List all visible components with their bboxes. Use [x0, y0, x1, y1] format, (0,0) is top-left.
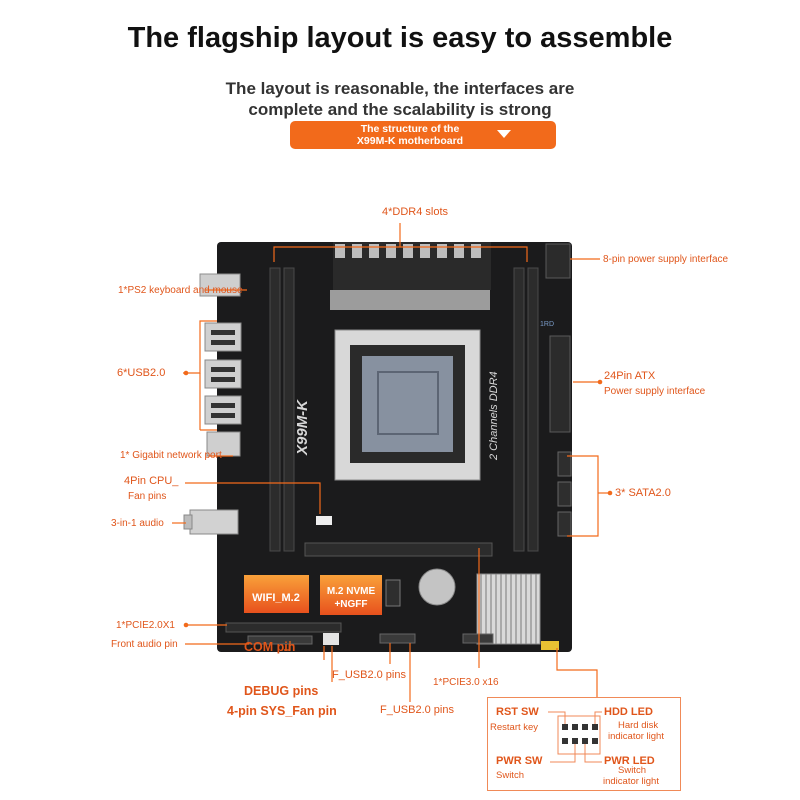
bottom-headers — [247, 633, 559, 650]
front-audio-label: Front audio pin — [111, 639, 178, 650]
callout-lines — [172, 223, 610, 702]
triangle-down-icon — [497, 130, 511, 138]
bios-print: 1RD — [540, 321, 554, 328]
vrm-heatsink — [330, 242, 491, 310]
structure-banner: The structure of the X99M-K motherboard — [290, 121, 556, 149]
hdd-led-desc-line-2: indicator light — [608, 731, 664, 742]
debug-pins-label: DEBUG pins — [244, 684, 319, 698]
m2-slot-line-2: +NGFF — [334, 599, 367, 610]
pcie-x1-slot — [225, 622, 342, 633]
com-pin-label: COM pin — [244, 640, 296, 654]
subtitle-line-1: The layout is reasonable, the interfaces… — [225, 79, 575, 98]
pcie-x16-slot — [304, 542, 493, 557]
front-panel-pin-diagram — [548, 711, 602, 763]
front-usb-label-2: F_USB2.0 pins — [380, 704, 454, 716]
subtitle: The layout is reasonable, the interfaces… — [0, 78, 800, 120]
pwr-led-desc-line-1: Switch — [618, 765, 646, 776]
atx-label-line-2: Power supply interface — [604, 386, 706, 397]
usb-ports — [204, 322, 242, 425]
ddr4-slots — [269, 267, 539, 552]
m2-slot-line-1: M.2 NVME — [327, 586, 376, 597]
sata-ports — [557, 451, 572, 537]
pcie-x16-label: 1*PCIE3.0 x16 — [433, 677, 499, 688]
pwr-sw-desc: Switch — [496, 770, 524, 781]
usb-label: 6*USB2.0 — [117, 367, 166, 379]
front-usb-label-1: F_USB2.0 pins — [332, 669, 406, 681]
wifi-slot-label: WIFI_M.2 — [252, 592, 300, 604]
sata-label: 3* SATA2.0 — [615, 487, 671, 499]
8pin-power-label: 8-pin power supply interface — [603, 254, 729, 265]
8pin-power-connector — [545, 243, 571, 279]
atx-label-line-1: 24Pin ATX — [604, 370, 656, 382]
board-model-print: X99M-K — [294, 399, 311, 456]
cpu-fan-header — [316, 516, 332, 525]
lan-label: 1* Gigabit network port — [120, 450, 222, 461]
ps2-label: 1*PS2 keyboard and mouse — [118, 285, 243, 296]
board-ddr-print: 2 Channels DDR4 — [488, 371, 500, 461]
pcie-x1-label: 1*PCIE2.0X1 — [116, 620, 175, 631]
m2-connector — [385, 579, 401, 607]
restart-key-label: Restart key — [490, 722, 539, 733]
banner-line-1: The structure of the — [360, 123, 460, 135]
pwr-led-desc-line-2: indicator light — [603, 776, 659, 787]
audio-label: 3-in-1 audio — [111, 518, 164, 529]
ddr4-slots-label: 4*DDR4 slots — [382, 206, 449, 218]
chipset-heatsink — [476, 573, 541, 645]
m2-nvme-slot — [320, 575, 382, 615]
sys-fan-label: 4-pin SYS_Fan pin — [227, 704, 337, 718]
banner-line-2: X99M-K motherboard — [356, 135, 464, 147]
cpu-socket — [334, 329, 481, 481]
hdd-led-desc-line-1: Hard disk — [618, 720, 659, 731]
cmos-battery — [418, 568, 456, 606]
rst-sw-label: RST SW — [496, 706, 539, 718]
cpu-fan-label-line-2: Fan pins — [128, 491, 167, 502]
wifi-m2-slot — [244, 575, 309, 613]
audio-jack — [189, 509, 239, 535]
page-title: The flagship layout is easy to assemble — [127, 22, 673, 54]
24pin-atx-connector — [549, 335, 571, 433]
front-panel-legend: RST SW Restart key HDD LED Hard disk ind… — [487, 697, 681, 791]
pwr-led-label: PWR LED — [604, 755, 655, 767]
cpu-fan-label-line-1: 4Pin CPU_ — [124, 475, 179, 487]
subtitle-line-2: complete and the scalability is strong — [248, 100, 552, 119]
pwr-sw-label: PWR SW — [496, 755, 543, 767]
hdd-led-label: HDD LED — [604, 706, 653, 718]
lan-port — [206, 431, 241, 457]
banner-text: The structure of the X99M-K motherboard — [340, 123, 480, 147]
